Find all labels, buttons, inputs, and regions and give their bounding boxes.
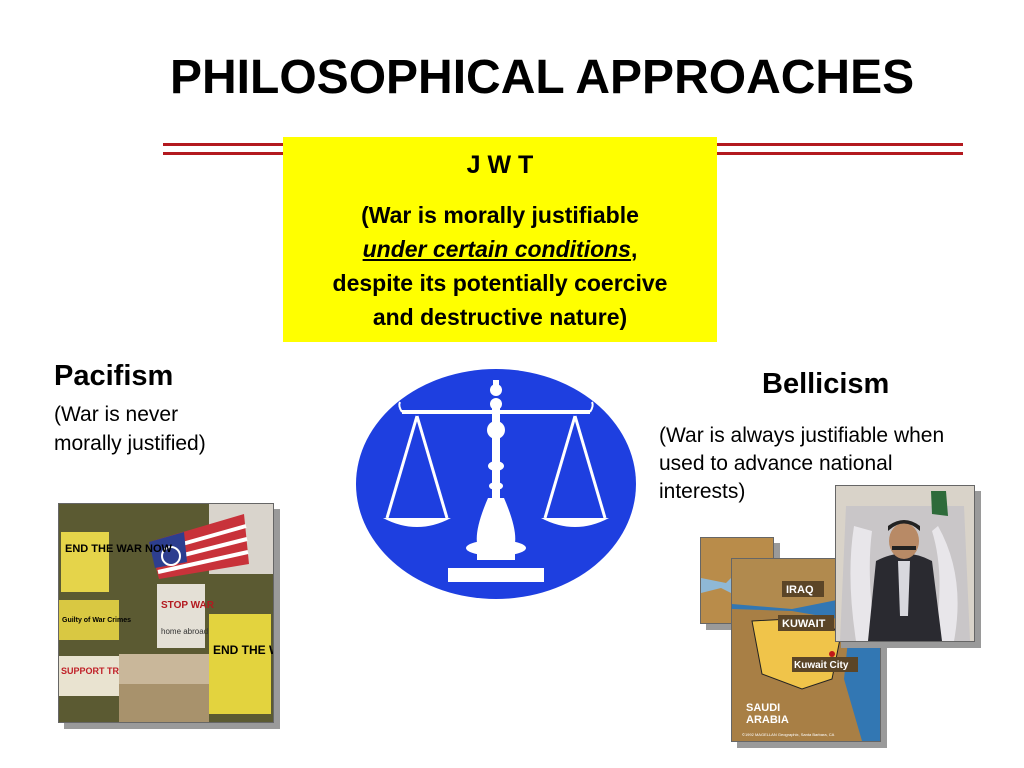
bellicism-desc-line-1: (War is always justifiable when	[659, 424, 945, 447]
jwt-line-1: (War is morally justifiable	[361, 202, 639, 228]
title-rule-left-bottom	[163, 152, 285, 155]
jwt-heading: J W T	[466, 151, 534, 179]
flag	[149, 514, 249, 579]
map-credit: ©1992 MAGELLAN Geographix, Santa Barbara…	[742, 732, 835, 737]
sign-end-the-war-now: END THE WAR NOW	[65, 543, 173, 555]
map-label-iraq: IRAQ	[786, 584, 814, 596]
protest-photo: END THE WAR NOW STOP WAR home abroad Gui…	[58, 503, 274, 723]
jwt-line-4: and destructive nature)	[372, 304, 628, 330]
bellicism-description: (War is always justifiable when used to …	[659, 422, 1019, 506]
pacifism-title: Pacifism	[54, 360, 174, 392]
bellicism-desc-line-2: used to advance national	[659, 452, 893, 475]
jwt-description: (War is morally justifiable under certai…	[283, 198, 717, 334]
jwt-box: J W T (War is morally justifiable under …	[283, 137, 717, 342]
title-rule-right-top	[717, 143, 963, 146]
portrait-photo	[835, 485, 975, 642]
kuwait-map-graphic: IRAQ KUWAIT Kuwait City SAUDI ARABIA ©19…	[732, 559, 880, 741]
title-rule-right-bottom	[717, 152, 963, 155]
pacifism-desc-line-1: (War is never	[54, 403, 179, 426]
scales-of-justice-icon	[356, 369, 636, 599]
protest-scene: END THE WAR NOW STOP WAR home abroad Gui…	[59, 504, 273, 722]
jwt-line-2: under certain conditions,	[289, 232, 711, 266]
pacifism-description: (War is never morally justified)	[54, 400, 274, 458]
slide-title: PHILOSOPHICAL APPROACHES	[170, 51, 915, 104]
sign-stop-war: STOP WAR	[161, 600, 215, 611]
scales-figure	[383, 380, 609, 582]
bellicism-title: Bellicism	[762, 368, 890, 400]
pacifism-desc-line-2: morally justified)	[54, 432, 206, 455]
title-rule-left-top	[163, 143, 285, 146]
jwt-emphasis: under certain conditions	[362, 236, 631, 262]
bellicism-desc-line-3: interests)	[659, 480, 746, 503]
map-label-arabia: ARABIA	[746, 714, 789, 726]
map-label-saudi: SAUDI	[746, 702, 780, 714]
map-label-kuwait: KUWAIT	[782, 618, 826, 630]
jwt-comma: ,	[630, 236, 638, 262]
sign-guilty-of-war-crimes: Guilty of War Crimes	[62, 617, 131, 624]
sign-support-troops: SUPPORT TROOPS	[61, 666, 145, 676]
map-label-kuwait-city: Kuwait City	[794, 660, 849, 671]
sign-end-the-war: END THE WAR	[213, 643, 273, 657]
sign-home-abroad: home abroad	[161, 627, 208, 636]
portrait-scene	[836, 486, 974, 641]
jwt-line-3: despite its potentially coercive	[332, 270, 668, 296]
